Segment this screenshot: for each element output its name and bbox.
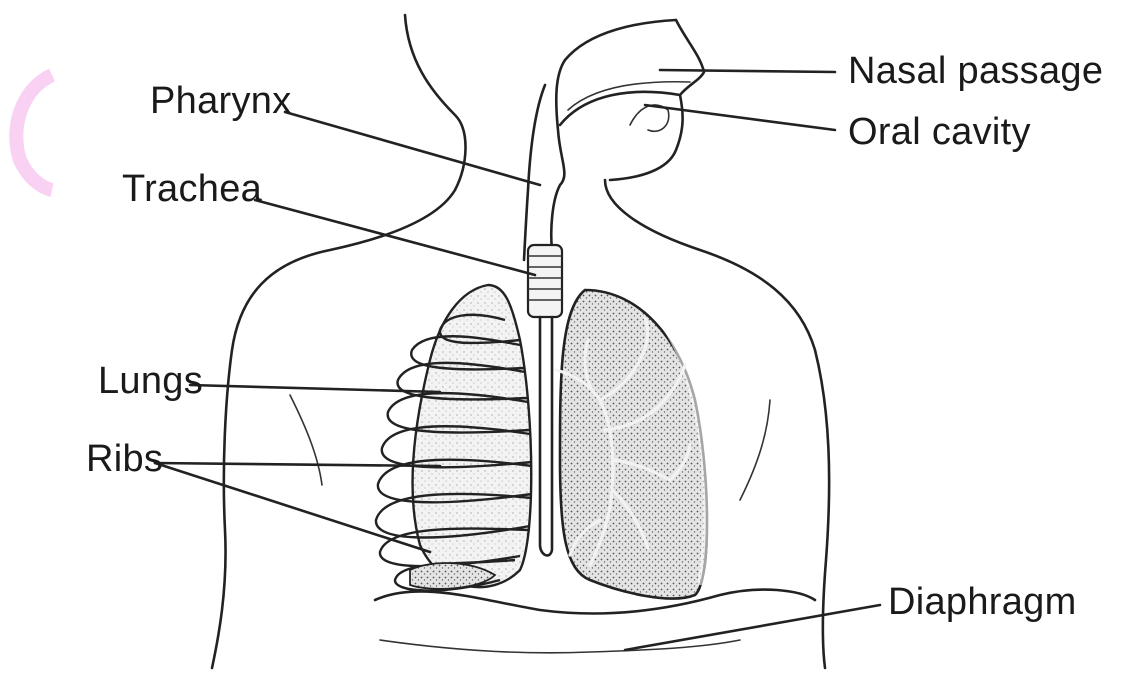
- tongue: [630, 105, 669, 131]
- label-pharynx: Pharynx: [150, 82, 292, 120]
- label-lungs: Lungs: [98, 362, 203, 400]
- esophagus: [540, 317, 552, 555]
- left-arm-line: [290, 395, 322, 485]
- label-trachea: Trachea: [122, 170, 262, 208]
- leader-nasal-passage: [660, 70, 835, 72]
- nasal-cavity-top: [551, 20, 676, 250]
- leader-trachea: [255, 200, 535, 275]
- trachea-rings: [528, 245, 562, 317]
- label-nasal-passage: Nasal passage: [848, 52, 1103, 90]
- label-diaphragm: Diaphragm: [888, 583, 1077, 621]
- leader-ribs-lower: [155, 463, 430, 552]
- watermark-mark: [16, 75, 52, 190]
- diaphragm-curve: [375, 590, 815, 614]
- leader-oral-cavity: [645, 105, 835, 130]
- leader-pharynx: [285, 112, 540, 185]
- leader-diaphragm: [625, 605, 880, 650]
- left-lung: [413, 285, 532, 587]
- label-oral-cavity: Oral cavity: [848, 113, 1031, 151]
- right-lung: [560, 290, 707, 599]
- label-ribs: Ribs: [86, 440, 163, 478]
- lower-body-line: [380, 640, 740, 653]
- palate: [568, 82, 690, 110]
- pharynx-wall: [524, 85, 545, 260]
- right-arm-line: [740, 400, 770, 500]
- head-outline: [610, 20, 704, 180]
